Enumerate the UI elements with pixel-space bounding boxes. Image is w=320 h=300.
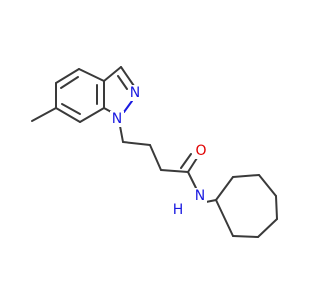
atom-nh-label: N <box>195 188 205 204</box>
bond-nh-cyc <box>205 199 217 203</box>
bond-c3-n2 <box>120 66 135 87</box>
bond-ch2a-ch2b <box>122 141 151 146</box>
bond-c6-c7 <box>55 107 81 123</box>
bond-c-o-2 <box>180 153 192 169</box>
bond-c4-c5 <box>55 68 80 84</box>
atom-n2: N <box>128 85 142 101</box>
bond-n1-ch2a <box>119 125 124 143</box>
bond-cyc-3 <box>258 174 277 197</box>
bond-ch2b-ch2c <box>149 144 162 171</box>
bond-cyc-2 <box>232 174 260 178</box>
bond-c3a-c3 <box>103 66 122 82</box>
atom-n2-label: N <box>130 85 140 101</box>
bond-cyc-1 <box>215 176 234 201</box>
bond-n2-n1 <box>123 100 133 113</box>
bond-c-o-1 <box>187 157 198 173</box>
bond-c6-methyl <box>31 107 57 122</box>
bond-c3a-c4 <box>78 68 105 82</box>
atom-nh: N H <box>171 188 207 218</box>
atom-h-label: H <box>173 202 184 218</box>
bond-cyc-4 <box>275 195 278 220</box>
bond-cyc-7 <box>215 199 234 237</box>
molecule-structure: N N O N H <box>31 66 278 238</box>
atom-n1-label: N <box>112 111 122 127</box>
bond-c-nh <box>187 171 197 189</box>
bond-cyc-5 <box>257 218 278 238</box>
bond-ch2c-co <box>160 169 189 173</box>
atom-n1: N <box>110 111 124 127</box>
bond-cyc-6 <box>232 235 259 238</box>
bond-c4-c5-inner <box>60 76 79 89</box>
atom-o: O <box>194 143 208 159</box>
bond-c7-c7a <box>79 107 105 123</box>
bond-c3-n2-inner <box>117 75 128 90</box>
atom-o-label: O <box>195 143 206 159</box>
bond-c6-c7-inner <box>61 103 81 115</box>
